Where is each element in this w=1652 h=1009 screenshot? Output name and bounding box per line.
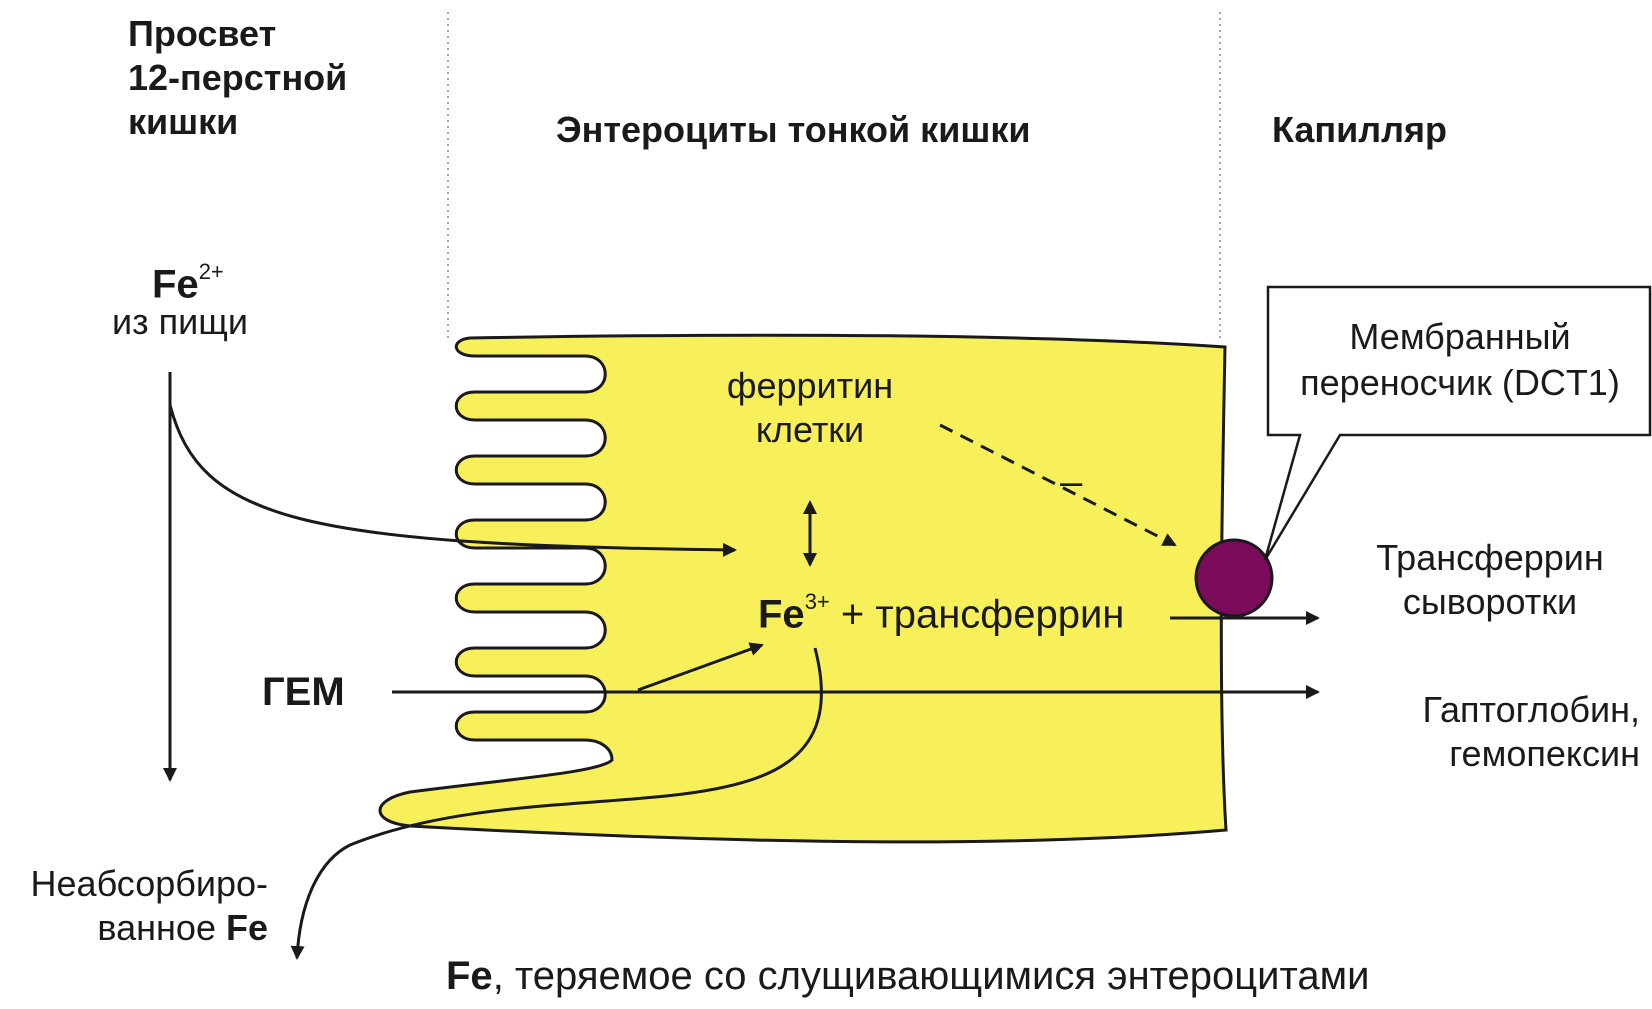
ferritin-line2: клетки [720, 408, 900, 452]
haptoglobin-label: Гаптоглобин, гемопексин [1380, 688, 1640, 776]
unabsorbed-line1: Неабсорбиро- [10, 862, 268, 906]
haptoglobin-line1: Гаптоглобин, [1380, 688, 1640, 732]
heme-label: ГЕМ [262, 668, 345, 716]
haptoglobin-line2: гемопексин [1380, 732, 1640, 776]
serum-transferrin-line1: Трансферрин [1360, 536, 1620, 580]
inhibition-sign: – [1060, 458, 1082, 506]
unabsorbed-line2: ванное Fe [10, 906, 268, 950]
cell-transferrin-label: трансферрин [875, 592, 1124, 636]
lumen-header-line3: кишки [128, 100, 347, 144]
unabsorbed-line2-text: ванное [97, 907, 226, 948]
dct1-callout-line1: Мембранный [1272, 314, 1648, 360]
ferritin-line1: ферритин [720, 364, 900, 408]
lumen-header-line1: Просвет [128, 12, 347, 56]
serum-transferrin-label: Трансферрин сыворотки [1360, 536, 1620, 624]
dct1-callout-line2: переносчик (DCT1) [1272, 360, 1648, 406]
lost-iron-text: , теряемое со слущивающимися энтероцитам… [493, 954, 1370, 998]
enterocytes-header: Энтероциты тонкой кишки [556, 108, 1031, 152]
plus-sign: + [841, 592, 864, 636]
dct1-callout-text: Мембранный переносчик (DCT1) [1272, 314, 1648, 406]
lost-iron-bold: Fe [446, 954, 493, 998]
unabsorbed-line2-bold: Fe [226, 907, 268, 948]
ferritin-label: ферритин клетки [720, 364, 900, 452]
lumen-header-line2: 12-перстной [128, 56, 347, 100]
dct1-transporter [1196, 540, 1272, 616]
unabsorbed-iron-label: Неабсорбиро- ванное Fe [10, 862, 268, 950]
cell-iron-symbol: Fe [758, 592, 805, 636]
dietary-iron-charge: 2+ [199, 259, 224, 284]
lumen-header: Просвет 12-перстной кишки [128, 12, 347, 144]
capillary-header: Капилляр [1272, 108, 1447, 152]
cell-iron-complex: Fe3+ + трансферрин [758, 582, 1124, 638]
serum-transferrin-line2: сыворотки [1360, 580, 1620, 624]
lost-iron-caption: Fe, теряемое со слущивающимися энтероцит… [446, 952, 1369, 1000]
cell-iron-charge: 3+ [805, 589, 830, 614]
dietary-iron-source: из пищи [112, 300, 248, 344]
